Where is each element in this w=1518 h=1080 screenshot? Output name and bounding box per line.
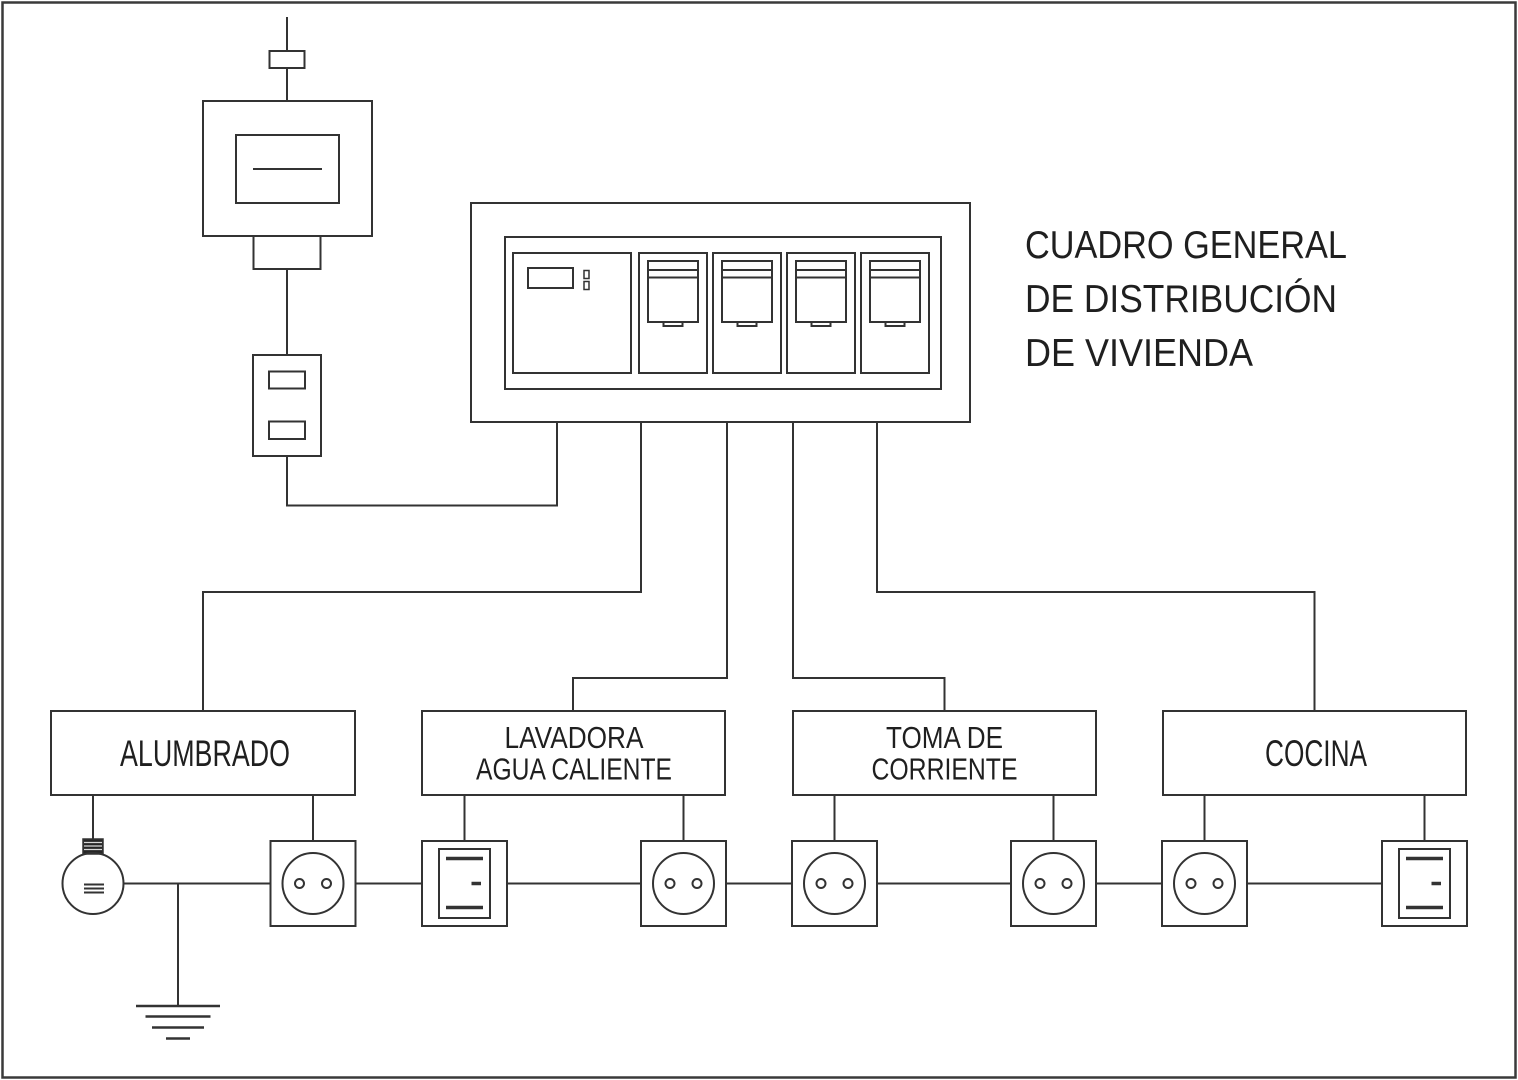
socket-hole-left bbox=[664, 878, 676, 889]
main-control-switch-icon bbox=[512, 252, 632, 374]
switch-box bbox=[421, 840, 508, 927]
socket-box bbox=[1010, 840, 1097, 927]
breaker-body bbox=[638, 252, 708, 374]
socket-hole-left bbox=[1034, 878, 1046, 889]
icp-body bbox=[512, 252, 632, 374]
switch-rocker bbox=[438, 848, 491, 919]
circuit-label-lavadora-line1: LAVADORA bbox=[505, 720, 644, 755]
socket-hole-right bbox=[321, 878, 332, 889]
switch-icon-1 bbox=[421, 840, 508, 927]
socket-hole-left bbox=[815, 878, 827, 889]
icp-display bbox=[527, 267, 574, 289]
breaker-icon-2 bbox=[712, 252, 782, 374]
lamp-cap-threads bbox=[84, 841, 102, 851]
socket-hole-right bbox=[691, 878, 703, 889]
fusebox-to-panel-wire bbox=[286, 422, 558, 507]
socket-face bbox=[803, 852, 866, 915]
socket-face bbox=[1022, 852, 1085, 915]
breaker-face-lines bbox=[722, 269, 772, 279]
title-line-3: DE VIVIENDA bbox=[1025, 332, 1253, 375]
title-line-2: DE DISTRIBUCIÓN bbox=[1025, 278, 1337, 321]
breaker-face-lines bbox=[870, 269, 920, 279]
device-drop-wires bbox=[92, 795, 1426, 841]
fuse-holder-body bbox=[252, 354, 322, 457]
socket-hole-right bbox=[1061, 878, 1073, 889]
lamp-icon bbox=[61, 838, 125, 915]
socket-hole-left bbox=[1185, 878, 1197, 889]
socket-box bbox=[640, 840, 727, 927]
diagram-title: CUADRO GENERAL DE DISTRIBUCIÓN DE VIVIEN… bbox=[1025, 224, 1347, 375]
icp-indicator-bottom bbox=[583, 280, 590, 291]
breaker-face-lines bbox=[796, 269, 846, 279]
breaker-body bbox=[712, 252, 782, 374]
panel-inner-frame bbox=[504, 236, 942, 390]
breaker-lever bbox=[736, 321, 758, 327]
meter-display bbox=[235, 134, 340, 204]
socket-hole-right bbox=[1212, 878, 1224, 889]
breaker-lever bbox=[884, 321, 906, 327]
service-entry bbox=[202, 17, 558, 507]
socket-outlet-icon-3 bbox=[791, 840, 878, 927]
distribution-panel bbox=[470, 202, 971, 423]
wire-to-toma bbox=[792, 422, 946, 711]
breaker-face-lines bbox=[648, 269, 698, 279]
lamp-filament-lines bbox=[84, 883, 104, 894]
breaker-body bbox=[786, 252, 856, 374]
circuit-label-cocina: COCINA bbox=[1265, 733, 1367, 774]
energy-meter-icon bbox=[202, 100, 373, 270]
meter-terminal-box bbox=[252, 235, 322, 270]
socket-hole-right bbox=[842, 878, 854, 889]
breaker-icon-4 bbox=[860, 252, 930, 374]
switch-box bbox=[1381, 840, 1468, 927]
panel-enclosure bbox=[470, 202, 971, 423]
wire-to-cocina bbox=[876, 422, 1316, 711]
socket-face bbox=[281, 852, 345, 915]
circuit-wires bbox=[202, 422, 1316, 711]
socket-face bbox=[652, 852, 715, 915]
circuit-box-alumbrado bbox=[50, 710, 356, 796]
socket-outlet-icon-5 bbox=[1161, 840, 1248, 927]
circuit-box-lavadora bbox=[421, 710, 726, 796]
title-line-1: CUADRO GENERAL bbox=[1025, 224, 1347, 267]
switch-icon-2 bbox=[1381, 840, 1468, 927]
socket-outlet-icon-2 bbox=[640, 840, 727, 927]
switch-rocker bbox=[1398, 848, 1451, 919]
socket-box bbox=[269, 840, 357, 927]
fuse-holder-icon bbox=[252, 354, 322, 457]
breaker-icon-1 bbox=[638, 252, 708, 374]
breaker-body bbox=[860, 252, 930, 374]
fuse-cartridge-bottom bbox=[268, 420, 306, 440]
circuit-label-toma-line2: CORRIENTE bbox=[872, 752, 1018, 787]
circuit-label-lavadora-line2: AGUA CALIENTE bbox=[476, 752, 672, 787]
lamp-bulb bbox=[61, 852, 125, 915]
socket-outlet-icon-4 bbox=[1010, 840, 1097, 927]
breaker-icon-3 bbox=[786, 252, 856, 374]
breaker-lever bbox=[810, 321, 832, 327]
fuse-cartridge-top bbox=[268, 370, 306, 390]
socket-hole-left bbox=[294, 878, 305, 889]
wire-to-lavadora bbox=[572, 422, 728, 711]
socket-box bbox=[791, 840, 878, 927]
wire-to-alumbrado bbox=[202, 422, 642, 711]
circuit-boxes bbox=[50, 710, 1467, 796]
circuit-box-cocina bbox=[1162, 710, 1467, 796]
circuit-label-alumbrado: ALUMBRADO bbox=[120, 733, 290, 774]
main-fuse-icon bbox=[268, 50, 306, 69]
breaker-lever bbox=[662, 321, 684, 327]
socket-outlet-icon-1 bbox=[269, 840, 357, 927]
socket-box bbox=[1161, 840, 1248, 927]
earth-ground-icon bbox=[136, 883, 220, 1040]
circuit-box-toma bbox=[792, 710, 1097, 796]
socket-face bbox=[1173, 852, 1236, 915]
icp-indicator-top bbox=[583, 269, 590, 280]
circuit-label-toma-line1: TOMA DE bbox=[886, 720, 1003, 755]
